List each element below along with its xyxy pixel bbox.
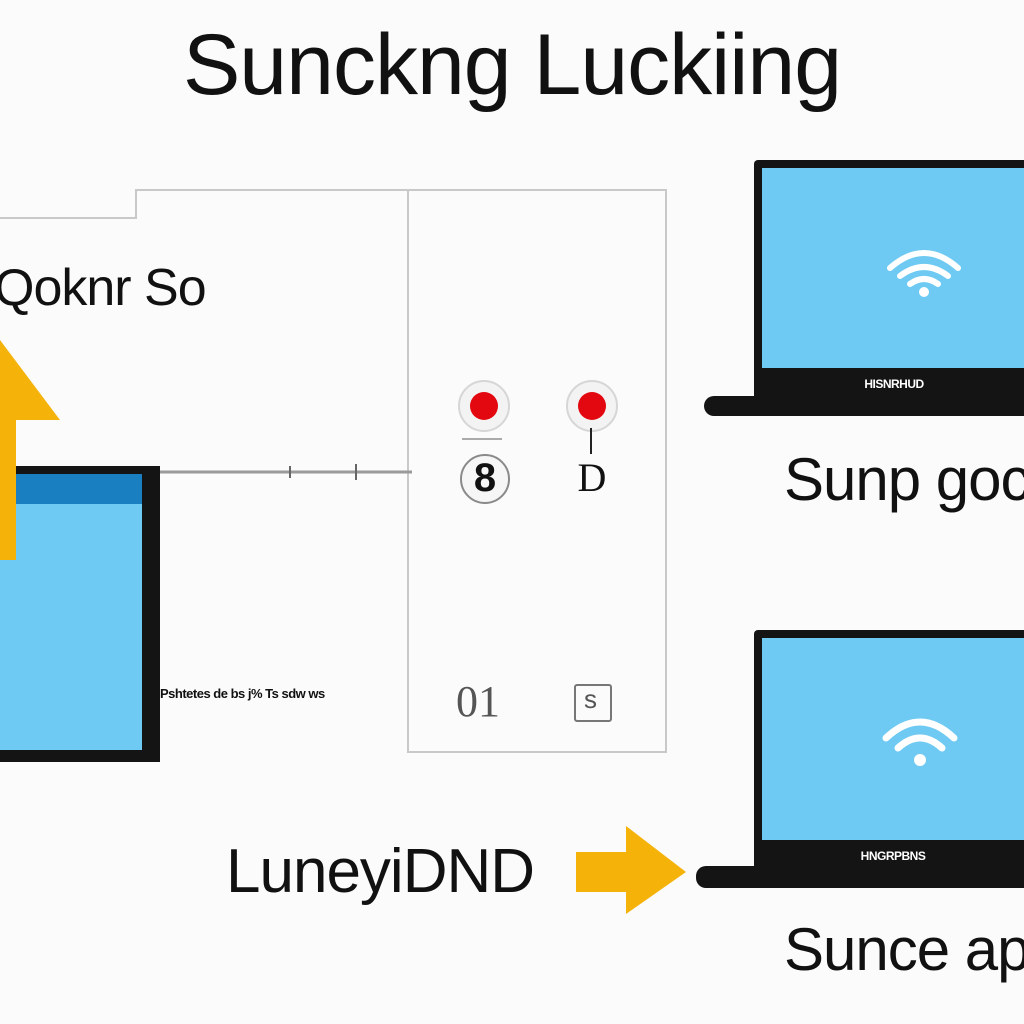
record-icon — [470, 392, 498, 420]
laptop-top: HISNRHUD — [704, 160, 1024, 422]
laptop-top-brand: HISNRHUD — [754, 372, 1024, 396]
glyph-left: 8 — [473, 456, 497, 500]
left-device — [0, 466, 166, 762]
record-button-right[interactable] — [566, 380, 618, 432]
laptop-bottom: HNGRPBNS — [696, 630, 1024, 888]
left-device-screen — [0, 504, 142, 750]
glyph-left-circle — [460, 454, 510, 504]
laptop-bottom-lid: HNGRPBNS — [754, 630, 1024, 868]
footer-glyph-right-box — [574, 684, 612, 722]
record-icon — [578, 392, 606, 420]
left-device-header — [0, 474, 142, 504]
laptop-bottom-brand: HNGRPBNS — [754, 844, 1024, 868]
footer-glyph-left: 01 — [456, 677, 500, 726]
footer-glyph-right: s — [584, 684, 597, 714]
laptop-bottom-base — [696, 866, 1024, 888]
laptop-bottom-caption: Sunce ap — [784, 916, 1024, 983]
wifi-icon — [882, 718, 958, 766]
panel-footer-text: Pshtetes de bs j% Ts sdw ws — [160, 686, 325, 701]
wifi-icon — [887, 250, 961, 297]
diagram-title: Sunckng Luckiing — [182, 17, 842, 113]
laptop-top-caption: Sunp goc — [784, 446, 1024, 513]
panel-label: Qoknr So — [0, 259, 207, 317]
upload-arrow-icon — [0, 340, 60, 560]
bottom-label: LuneyiDND — [226, 837, 535, 906]
button-stem-right — [590, 428, 592, 454]
record-button-left[interactable] — [458, 380, 510, 432]
button-stand-left — [462, 432, 502, 440]
laptop-bottom-screen — [762, 638, 1024, 840]
glyph-right: D — [577, 455, 607, 500]
right-arrow-icon — [576, 826, 686, 914]
laptop-top-base — [704, 396, 1024, 416]
